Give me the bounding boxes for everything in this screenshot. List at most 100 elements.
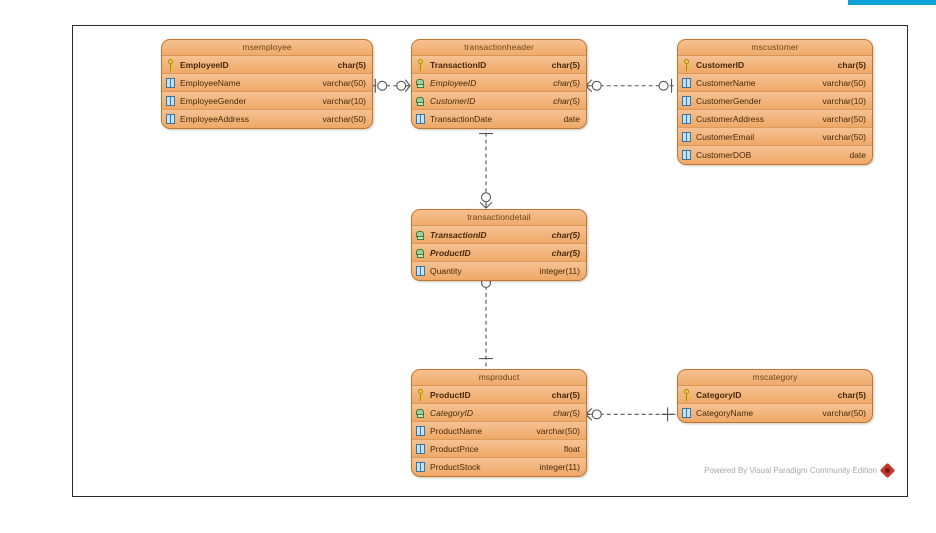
field-type: char(5) <box>553 407 580 418</box>
field-name: TransactionDate <box>430 114 493 124</box>
field-type: char(5) <box>551 389 580 400</box>
field-row[interactable]: CustomerAddress varchar(50) <box>678 110 872 128</box>
field-type: varchar(50) <box>536 425 580 436</box>
field-type: integer(11) <box>539 462 580 472</box>
column-icon <box>165 95 176 107</box>
field-type: date <box>849 150 866 160</box>
field-name: EmployeeID <box>430 77 477 88</box>
column-icon <box>681 149 692 161</box>
field-type: char(5) <box>553 95 580 106</box>
column-icon <box>415 265 426 277</box>
foreign-key-icon <box>415 77 426 89</box>
key-icon <box>681 388 692 401</box>
field-row[interactable]: CustomerID char(5) <box>678 56 872 74</box>
field-name: EmployeeGender <box>180 95 247 106</box>
column-icon <box>681 77 692 89</box>
field-name: CategoryID <box>696 389 742 400</box>
visual-paradigm-diamond-icon <box>879 462 896 479</box>
field-row[interactable]: ProductID char(5) <box>412 386 586 404</box>
entity-fields: CustomerID char(5) CustomerName varchar(50)… <box>678 56 872 164</box>
foreign-key-icon <box>415 247 426 259</box>
field-row[interactable]: CustomerEmail varchar(50) <box>678 128 872 146</box>
entity-title: mscategory <box>678 370 872 386</box>
entity-title: transactionheader <box>412 40 586 56</box>
entity-title: msemployee <box>162 40 372 56</box>
field-row[interactable]: CustomerID char(5) <box>412 92 586 110</box>
field-type: varchar(10) <box>322 95 366 106</box>
field-type: float <box>563 443 580 454</box>
column-icon <box>681 113 692 125</box>
column-icon <box>415 113 426 125</box>
field-name: CustomerEmail <box>696 131 755 142</box>
column-icon <box>681 131 692 143</box>
field-row[interactable]: CategoryID char(5) <box>678 386 872 404</box>
field-name: ProductID <box>430 389 471 400</box>
field-row[interactable]: EmployeeGender varchar(10) <box>162 92 372 110</box>
watermark: Powered By Visual Paradigm Community Edi… <box>704 462 896 479</box>
field-row[interactable]: CustomerGender varchar(10) <box>678 92 872 110</box>
field-row[interactable]: CustomerName varchar(50) <box>678 74 872 92</box>
watermark-text: Powered By Visual Paradigm Community Edi… <box>704 466 877 475</box>
field-name: CustomerAddress <box>696 113 765 124</box>
field-type: char(5) <box>551 229 580 240</box>
field-type: date <box>563 114 580 124</box>
field-type: varchar(50) <box>822 77 866 88</box>
field-type: varchar(50) <box>822 131 866 142</box>
foreign-key-icon <box>415 95 426 107</box>
column-icon <box>681 407 692 419</box>
field-type: varchar(10) <box>822 95 866 106</box>
entity-title: mscustomer <box>678 40 872 56</box>
field-name: CategoryID <box>430 407 473 418</box>
field-type: char(5) <box>337 59 366 70</box>
field-row[interactable]: TransactionDate date <box>412 110 586 128</box>
field-name: ProductID <box>430 247 471 258</box>
field-row[interactable]: Quantity integer(11) <box>412 262 586 280</box>
field-name: CustomerName <box>696 77 756 88</box>
field-type: char(5) <box>837 59 866 70</box>
key-icon <box>681 58 692 71</box>
entity-title: transactiondetail <box>412 210 586 226</box>
column-icon <box>415 425 426 437</box>
foreign-key-icon <box>415 229 426 241</box>
field-type: varchar(50) <box>822 113 866 124</box>
field-name: CustomerID <box>696 59 745 70</box>
field-name: EmployeeID <box>180 59 229 70</box>
field-name: CustomerGender <box>696 95 762 106</box>
field-name: Quantity <box>430 266 462 276</box>
field-name: CustomerID <box>430 95 476 106</box>
top-accent-bar <box>848 0 936 5</box>
field-type: integer(11) <box>539 266 580 276</box>
field-name: CategoryName <box>696 408 754 418</box>
field-row[interactable]: CategoryID char(5) <box>412 404 586 422</box>
entity-title: msproduct <box>412 370 586 386</box>
field-type: char(5) <box>837 389 866 400</box>
field-name: EmployeeName <box>180 77 241 88</box>
key-icon <box>415 58 426 71</box>
key-icon <box>165 58 176 71</box>
field-row[interactable]: EmployeeID char(5) <box>162 56 372 74</box>
column-icon <box>415 443 426 455</box>
